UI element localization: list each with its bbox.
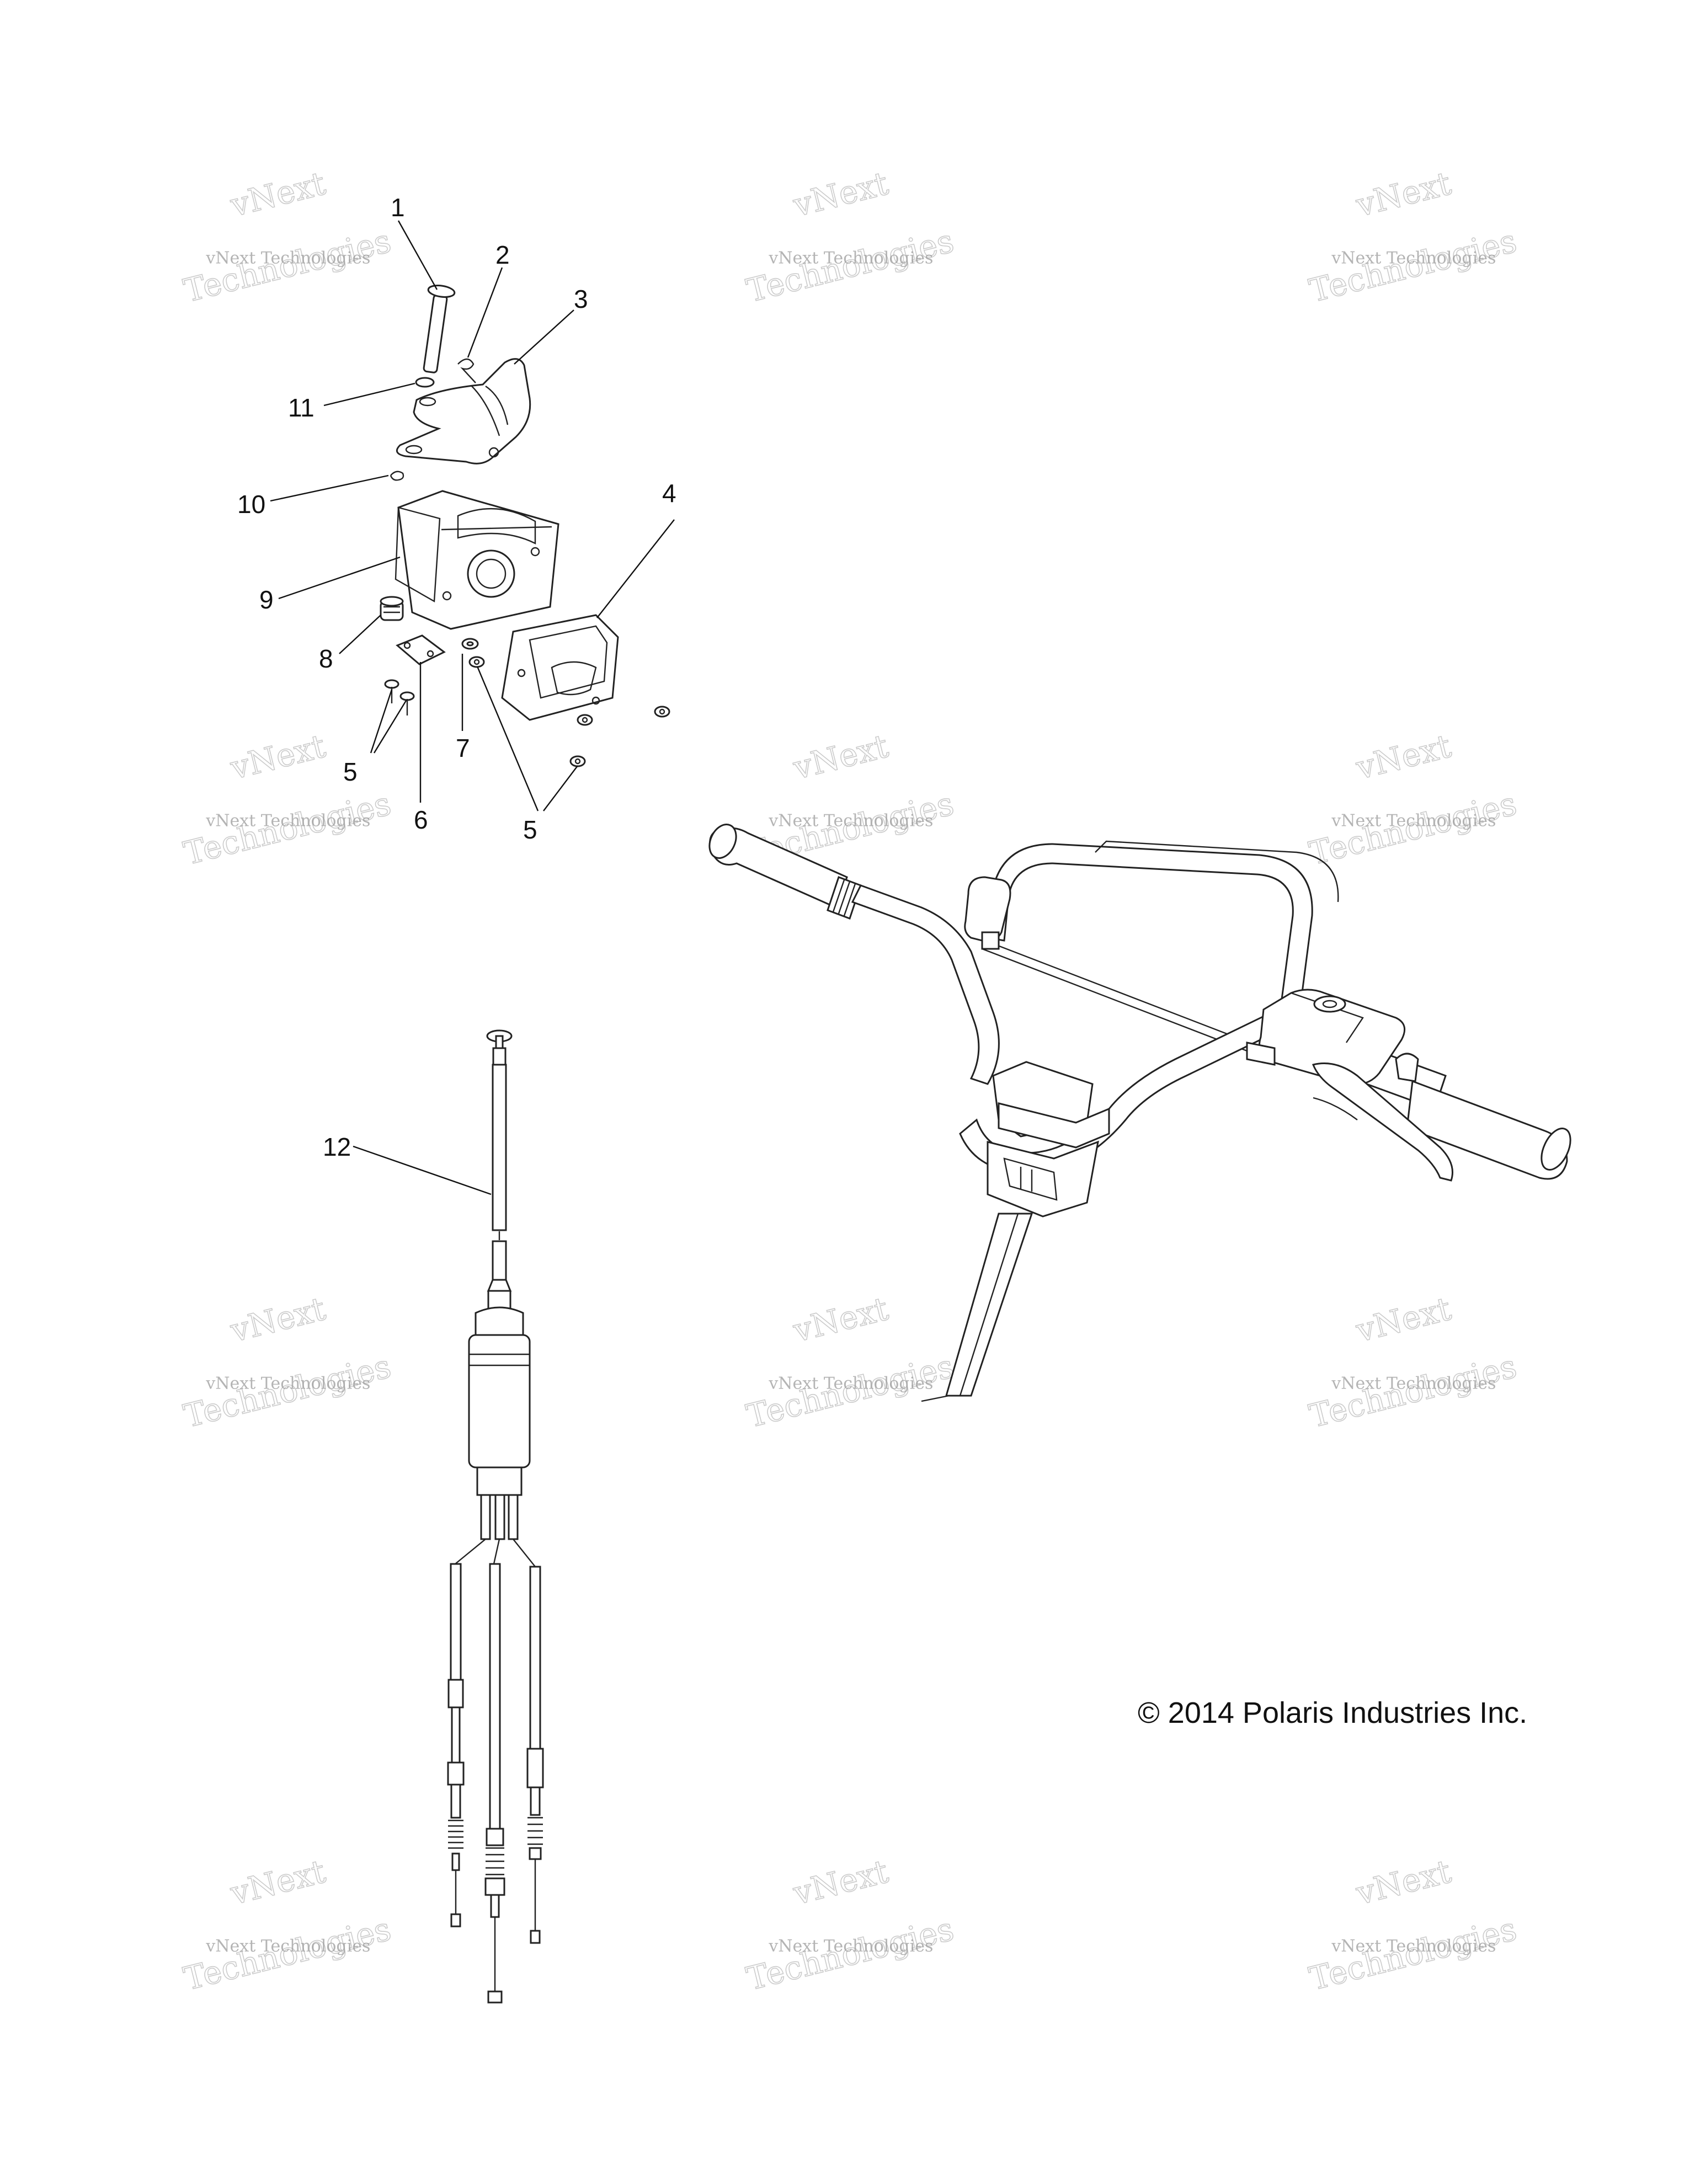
watermark-tile-3: vNext vNext Technologies Technologies <box>1305 164 1521 310</box>
part-1-pin <box>423 285 456 373</box>
svg-text:Technologies: Technologies <box>743 222 957 309</box>
leader-9 <box>278 556 401 600</box>
part-5-screw-left-b <box>399 691 415 715</box>
svg-text:vNext: vNext <box>226 1290 329 1349</box>
svg-text:vNext: vNext <box>789 164 892 224</box>
callout-1: 1 <box>391 193 405 222</box>
part-2-clip <box>457 358 476 383</box>
leader-lines <box>270 220 675 1195</box>
callout-12: 12 <box>323 1133 351 1161</box>
watermark-tile-2: vNext vNext Technologies Technologies <box>742 164 958 310</box>
leader-1 <box>397 220 438 290</box>
svg-text:vNext Technologies: vNext Technologies <box>768 248 933 268</box>
watermark-tile-11: vNext vNext Technologies Technologies <box>742 1852 958 1998</box>
svg-text:vNext Technologies: vNext Technologies <box>1331 1374 1496 1393</box>
svg-text:Technologies: Technologies <box>180 222 395 309</box>
svg-text:Technologies: Technologies <box>1305 784 1520 872</box>
svg-text:Technologies: Technologies <box>180 1910 395 1998</box>
part-5-screw-right-d <box>569 755 586 767</box>
part-5-screw-left-a <box>384 679 399 703</box>
callout-5b: 5 <box>523 815 537 844</box>
part-9-throttle-housing <box>395 490 559 630</box>
svg-text:Technologies: Technologies <box>1305 222 1520 309</box>
watermark-tile-1: vNext vNext Technologies Technologies <box>179 164 395 310</box>
callout-10: 10 <box>237 490 265 519</box>
callout-labels: 1 2 3 4 5 5 6 7 8 9 10 11 12 <box>237 193 676 1161</box>
callout-8: 8 <box>319 644 333 673</box>
leader-3 <box>514 309 574 365</box>
svg-text:vNext Technologies: vNext Technologies <box>1331 1936 1496 1956</box>
part-12-throttle-cable <box>447 1029 544 2004</box>
watermark-tile-10: vNext vNext Technologies Technologies <box>179 1852 395 1998</box>
part-7-washer <box>461 638 479 650</box>
callout-9: 9 <box>259 585 274 614</box>
part-6-cover-plate <box>396 634 446 665</box>
callout-5a: 5 <box>343 757 358 786</box>
part-8-cap-plug <box>380 596 404 621</box>
copyright-notice: © 2014 Polaris Industries Inc. <box>1138 1696 1527 1729</box>
svg-text:vNext: vNext <box>226 727 329 787</box>
svg-text:vNext: vNext <box>226 164 329 224</box>
leader-5-left <box>370 689 407 754</box>
watermark-tile-6: vNext vNext Technologies Technologies <box>1305 727 1521 873</box>
svg-text:Technologies: Technologies <box>1305 1347 1520 1435</box>
watermark-tile-7: vNext vNext Technologies Technologies <box>179 1289 395 1435</box>
svg-text:vNext: vNext <box>226 1852 329 1912</box>
svg-text:Technologies: Technologies <box>743 1910 957 1998</box>
part-10-clip <box>390 471 404 481</box>
svg-text:vNext: vNext <box>1352 164 1454 224</box>
svg-text:vNext Technologies: vNext Technologies <box>205 248 370 268</box>
svg-text:vNext: vNext <box>789 1852 892 1912</box>
callout-3: 3 <box>574 285 588 313</box>
svg-text:vNext Technologies: vNext Technologies <box>205 1374 370 1393</box>
leader-12 <box>353 1145 492 1195</box>
svg-text:vNext Technologies: vNext Technologies <box>205 811 370 830</box>
watermark-tile-12: vNext vNext Technologies Technologies <box>1305 1852 1521 1998</box>
svg-text:vNext: vNext <box>1352 1290 1454 1349</box>
svg-text:Technologies: Technologies <box>1305 1910 1520 1998</box>
svg-text:vNext: vNext <box>1352 727 1454 787</box>
svg-text:vNext: vNext <box>1352 1852 1454 1912</box>
callout-11: 11 <box>288 393 315 422</box>
svg-text:vNext Technologies: vNext Technologies <box>768 1374 933 1393</box>
watermark-tile-9: vNext vNext Technologies Technologies <box>1305 1289 1521 1435</box>
svg-text:vNext: vNext <box>789 727 892 787</box>
callout-7: 7 <box>456 734 470 762</box>
part-5-screw-right-c <box>654 706 670 718</box>
watermark-tile-4: vNext vNext Technologies Technologies <box>179 727 395 873</box>
leader-10 <box>270 474 389 502</box>
part-5-screw-right-b <box>577 714 593 726</box>
handlebar-assembly <box>708 824 1571 1402</box>
svg-text:vNext: vNext <box>789 1290 892 1349</box>
watermark-tile-8: vNext vNext Technologies Technologies <box>742 1289 958 1435</box>
part-11-ring <box>415 377 435 388</box>
svg-text:vNext Technologies: vNext Technologies <box>768 811 933 830</box>
svg-text:vNext Technologies: vNext Technologies <box>205 1936 370 1956</box>
callout-2: 2 <box>495 241 510 269</box>
svg-text:vNext Technologies: vNext Technologies <box>1331 248 1496 268</box>
callout-6: 6 <box>414 805 428 834</box>
part-4-housing-cover <box>501 614 619 721</box>
leader-11 <box>323 382 415 407</box>
part-5-screw-right-a <box>468 656 485 668</box>
svg-text:vNext Technologies: vNext Technologies <box>1331 811 1496 830</box>
svg-text:Technologies: Technologies <box>743 1347 957 1435</box>
svg-text:Technologies: Technologies <box>180 1347 395 1435</box>
leader-2 <box>467 267 503 358</box>
leader-8 <box>339 615 381 654</box>
part-3-throttle-lever <box>396 358 531 464</box>
svg-text:vNext Technologies: vNext Technologies <box>768 1936 933 1956</box>
leader-4 <box>596 519 675 618</box>
svg-text:Technologies: Technologies <box>180 784 395 872</box>
callout-4: 4 <box>662 479 676 508</box>
leader-5-right <box>476 666 578 811</box>
